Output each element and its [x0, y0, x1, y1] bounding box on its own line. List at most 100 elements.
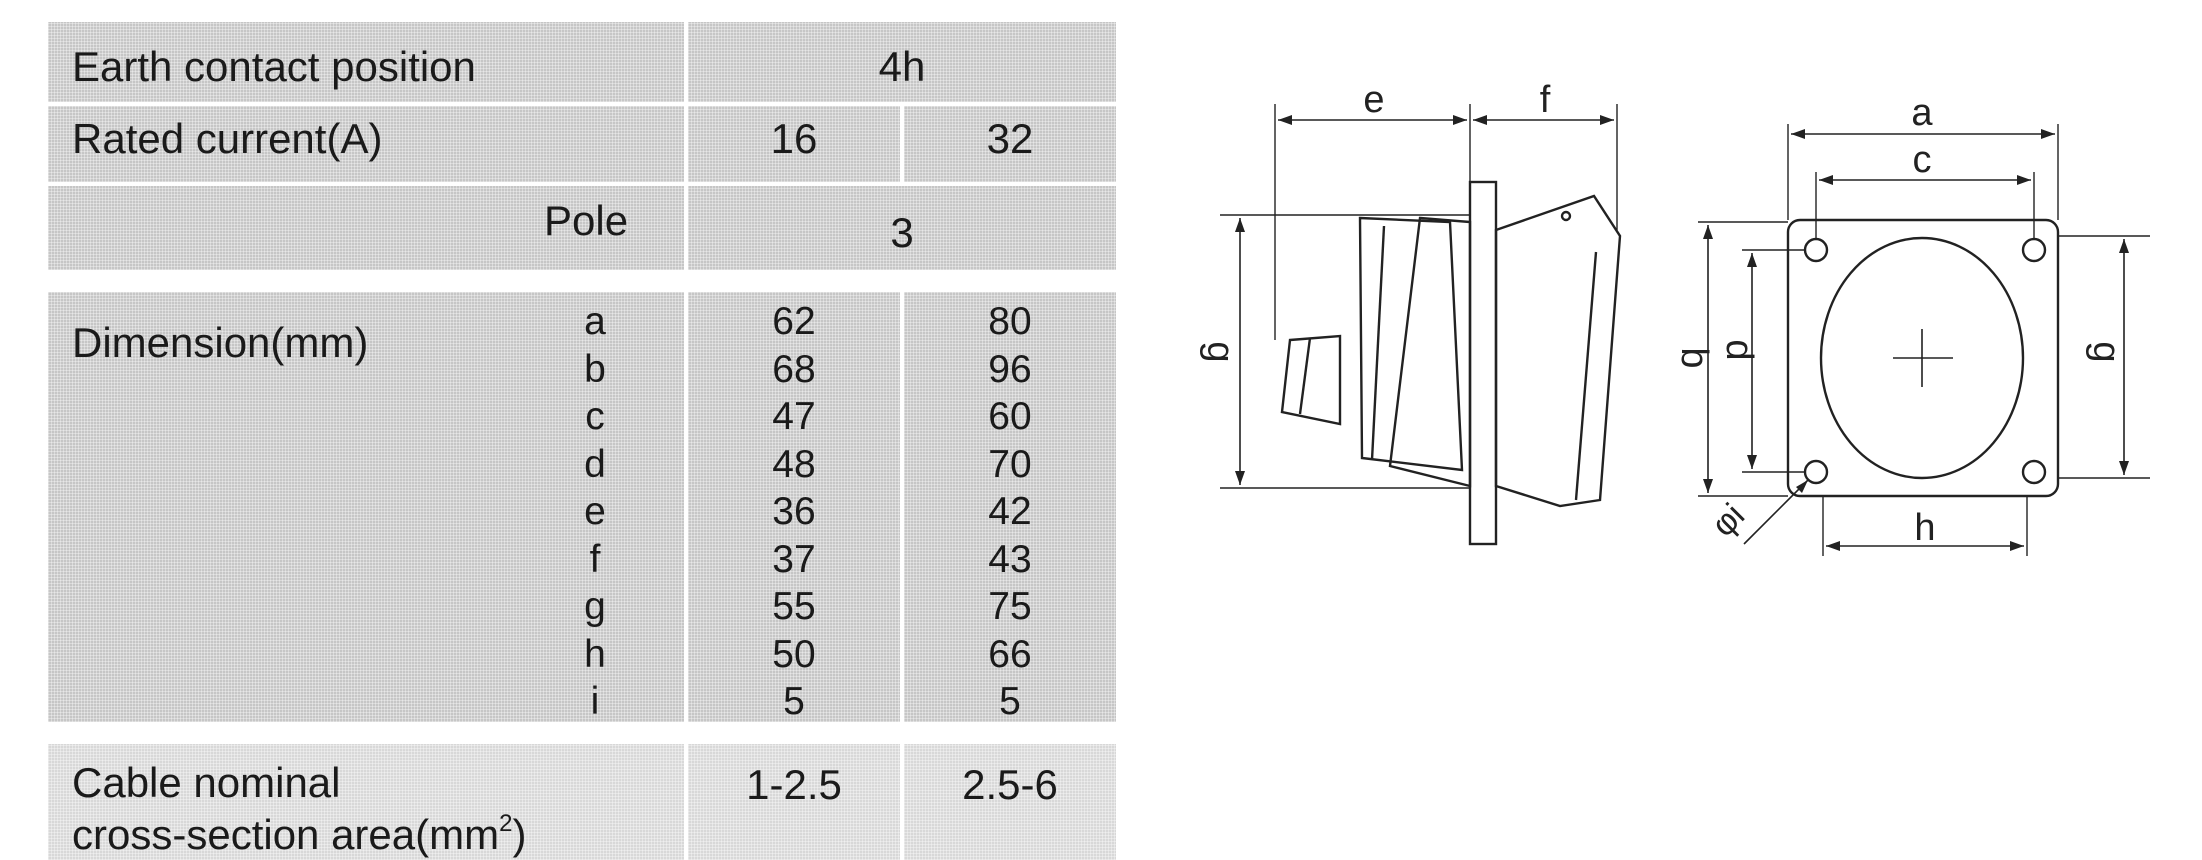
side-rear-block	[1280, 334, 1342, 426]
cable-label-line2-text: cross-section area(mm	[72, 811, 500, 858]
dimension-value-16-0: 62	[772, 300, 816, 343]
rated-label-cell	[48, 106, 684, 182]
side-f-arrow-r	[1600, 115, 1614, 125]
dimension-value-16-6: 55	[772, 585, 816, 628]
rated-32-cell	[904, 106, 1116, 182]
dimension-letter-5: f	[589, 537, 601, 581]
cable-32-cell	[904, 744, 1116, 860]
dimension-value-16-3: 48	[772, 442, 816, 486]
front-label-h: h	[1914, 507, 1935, 549]
front-d-arrow-t	[1747, 253, 1757, 267]
front-i-leader	[1743, 479, 1809, 545]
dimension-value-32-6: 75	[988, 585, 1032, 628]
front-a-arrow-l	[1791, 129, 1805, 139]
front-a-arrow-r	[2041, 129, 2055, 139]
front-d-arrow-b	[1747, 455, 1757, 469]
front-hole-tr	[2021, 237, 2047, 263]
side-e-arrow-l	[1278, 115, 1292, 125]
pole-label-cell	[48, 186, 684, 270]
pole-value: 3	[890, 209, 914, 256]
dimension-value-16-7: 50	[772, 632, 816, 676]
front-label-c: c	[1913, 139, 1932, 181]
earth-contact-label: Earth contact position	[72, 43, 476, 90]
front-label-b: b	[1673, 347, 1715, 368]
dimension-value-32-4: 42	[988, 490, 1032, 533]
front-label-g: g	[2085, 341, 2127, 362]
dimension-label-cell	[48, 292, 684, 722]
front-b-arrow-b	[1703, 479, 1713, 493]
front-hole-bl	[1803, 459, 1829, 485]
cable-label-superscript: 2	[499, 810, 513, 837]
earth-contact-value: 4h	[878, 43, 926, 90]
rated-current-32: 32	[986, 115, 1034, 162]
dimension-value-32-7: 66	[988, 632, 1032, 676]
cable-value-16: 1-2.5	[746, 761, 842, 808]
side-lid	[1494, 194, 1622, 508]
side-f-arrow-l	[1473, 115, 1487, 125]
dimension-value-32-1: 96	[988, 347, 1032, 391]
dimension-value-16-4: 36	[772, 490, 816, 533]
pole-value-cell	[688, 186, 1116, 270]
earth-value-cell	[688, 22, 1116, 102]
front-h-arrow-r	[2010, 541, 2024, 551]
front-label-a: a	[1911, 92, 1933, 134]
side-label-g: g	[1199, 341, 1241, 362]
dimension-letter-3: d	[584, 442, 606, 486]
dimension-label: Dimension(mm)	[72, 319, 369, 366]
rated-current-16: 16	[770, 115, 818, 162]
cable-label-close: )	[512, 811, 527, 858]
dimension-value-32-3: 70	[988, 442, 1032, 486]
front-view-drawing: a c b d g h	[1673, 92, 2150, 556]
cable-16-cell	[688, 744, 900, 860]
front-c-arrow-l	[1819, 175, 1833, 185]
dimension-letter-1: b	[584, 347, 606, 391]
dimension-value-16-5: 37	[772, 537, 816, 581]
side-g-arrow-b	[1235, 471, 1245, 485]
side-lid-hinge	[1560, 210, 1572, 222]
side-rear-line	[1298, 337, 1312, 415]
dimension-32-cell	[904, 292, 1116, 722]
cable-value-32: 2.5-6	[962, 761, 1058, 808]
rated-16-cell	[688, 106, 900, 182]
front-socket-circle	[1819, 236, 2025, 480]
cable-label-cell	[48, 744, 684, 860]
front-plate	[1786, 218, 2060, 498]
side-lid-inner	[1574, 251, 1598, 501]
side-body-front	[1388, 216, 1472, 488]
front-hole-tl	[1803, 237, 1829, 263]
front-g-arrow-b	[2119, 461, 2129, 475]
side-e-arrow-r	[1453, 115, 1467, 125]
dimension-16-cell	[688, 292, 900, 722]
front-c-arrow-r	[2017, 175, 2031, 185]
front-hole-br	[2021, 459, 2047, 485]
dimension-letter-4: e	[584, 490, 606, 533]
dimension-value-16-8: 5	[783, 680, 805, 723]
dimension-value-32-5: 43	[988, 537, 1032, 581]
front-b-arrow-t	[1703, 225, 1713, 239]
dimension-letter-8: i	[590, 680, 600, 723]
side-flange-plate	[1468, 180, 1498, 546]
front-h-arrow-l	[1826, 541, 1840, 551]
front-label-d: d	[1718, 339, 1760, 360]
dimension-letter-6: g	[584, 585, 606, 628]
side-g-arrow-t	[1235, 218, 1245, 232]
dimension-letter-0: a	[584, 300, 606, 343]
front-label-i: φi	[1704, 496, 1752, 544]
cable-label-line1: Cable nominal	[72, 759, 341, 806]
dimension-value-32-2: 60	[988, 395, 1032, 438]
front-g-arrow-t	[2119, 239, 2129, 253]
side-label-e: e	[1363, 79, 1384, 121]
rated-current-label: Rated current(A)	[72, 115, 383, 162]
side-body	[1358, 216, 1464, 472]
front-i-arrow	[1796, 480, 1808, 493]
dimension-letter-2: c	[585, 395, 605, 438]
dimension-value-32-8: 5	[999, 680, 1021, 723]
dimension-value-16-1: 68	[772, 347, 816, 391]
dimension-value-16-2: 47	[772, 395, 816, 438]
pole-label: Pole	[544, 197, 629, 244]
side-body-line	[1370, 225, 1386, 461]
